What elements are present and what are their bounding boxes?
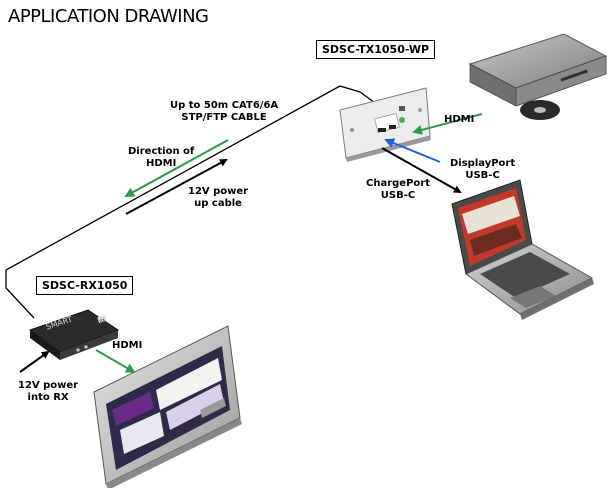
receiver-box-icon: SMART RX — [28, 309, 120, 360]
cat-cable-line — [5, 85, 383, 319]
direction-label-line2: HDMI — [145, 158, 177, 169]
page-title: APPLICATION DRAWING — [8, 6, 209, 27]
direction-label: Direction of HDMI — [128, 146, 194, 170]
media-player-icon — [468, 33, 608, 120]
wall-plate-transmitter-icon — [339, 87, 431, 162]
direction-label-line1: Direction of — [128, 146, 195, 157]
power-up-arrow — [125, 159, 228, 215]
cable-label: Up to 50m CAT6/6A STP/FTP CABLE — [170, 100, 278, 124]
power-rx-label: 12V power into RX — [18, 380, 78, 404]
chargeport-arrow — [381, 147, 462, 193]
displayport-arrow — [384, 138, 441, 163]
power-rx-label-line1: 12V power — [18, 380, 79, 391]
cable-label-line1: Up to 50m CAT6/6A — [170, 100, 279, 111]
transmitter-label: SDSC-TX1050-WP — [316, 40, 436, 59]
power-rx-arrow — [19, 350, 50, 373]
displayport-label: DisplayPort USB-C — [450, 158, 515, 182]
chargeport-label: ChargePort USB-C — [366, 178, 430, 202]
chargeport-label-line2: USB-C — [380, 190, 416, 201]
display-monitor-icon — [93, 325, 242, 488]
chargeport-label-line1: ChargePort — [366, 178, 430, 189]
receiver-badge: RX — [99, 317, 106, 324]
power-cable-label: 12V power up cable — [188, 186, 248, 210]
hdmi-display-arrow — [95, 349, 136, 374]
receiver-label: SDSC-RX1050 — [36, 276, 134, 295]
cable-label-line2: STP/FTP CABLE — [181, 112, 267, 123]
hdmi-display-label: HDMI — [112, 340, 143, 351]
hdmi-source-arrow — [412, 113, 483, 135]
displayport-label-line2: USB-C — [465, 170, 500, 181]
displayport-label-line1: DisplayPort — [450, 158, 516, 169]
hdmi-direction-arrow — [124, 139, 229, 197]
power-cable-label-line1: 12V power — [188, 186, 249, 197]
power-cable-label-line2: up cable — [194, 198, 242, 209]
power-rx-label-line2: into RX — [27, 392, 69, 403]
laptop-icon — [451, 179, 594, 320]
hdmi-source-label: HDMI — [444, 114, 475, 125]
